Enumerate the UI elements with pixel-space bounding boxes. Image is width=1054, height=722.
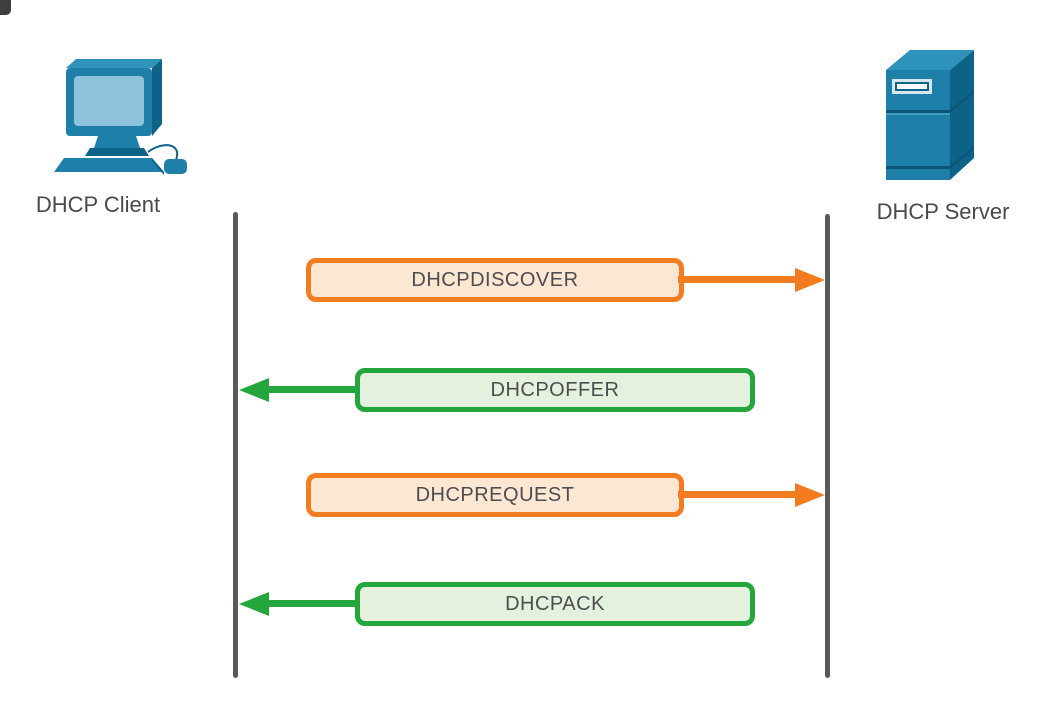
client-label: DHCP Client [35,192,161,217]
arrow-shaft [266,386,360,393]
arrow-head [795,483,825,507]
message-box-dhcpack: DHCPACK [355,582,755,626]
arrow-shaft [678,491,798,498]
arrow-head [795,268,825,292]
server-label: DHCP Server [876,199,1010,224]
message-box-dhcprequest: DHCPREQUEST [306,473,684,517]
message-label: DHCPDISCOVER [411,268,579,291]
message-label: DHCPACK [505,592,605,615]
server-lifeline [825,214,830,678]
arrow-shaft [266,600,360,607]
client-lifeline [233,212,238,678]
message-label: DHCPOFFER [490,378,620,401]
message-box-dhcpdiscover: DHCPDISCOVER [306,258,684,302]
server-tower-icon [886,50,974,180]
corner-artifact [0,0,11,15]
arrow-head [239,378,269,402]
message-label: DHCPREQUEST [415,483,575,506]
arrow-head [239,592,269,616]
desktop-computer-icon [54,59,187,175]
message-box-dhcpoffer: DHCPOFFER [355,368,755,412]
arrow-shaft [678,276,798,283]
